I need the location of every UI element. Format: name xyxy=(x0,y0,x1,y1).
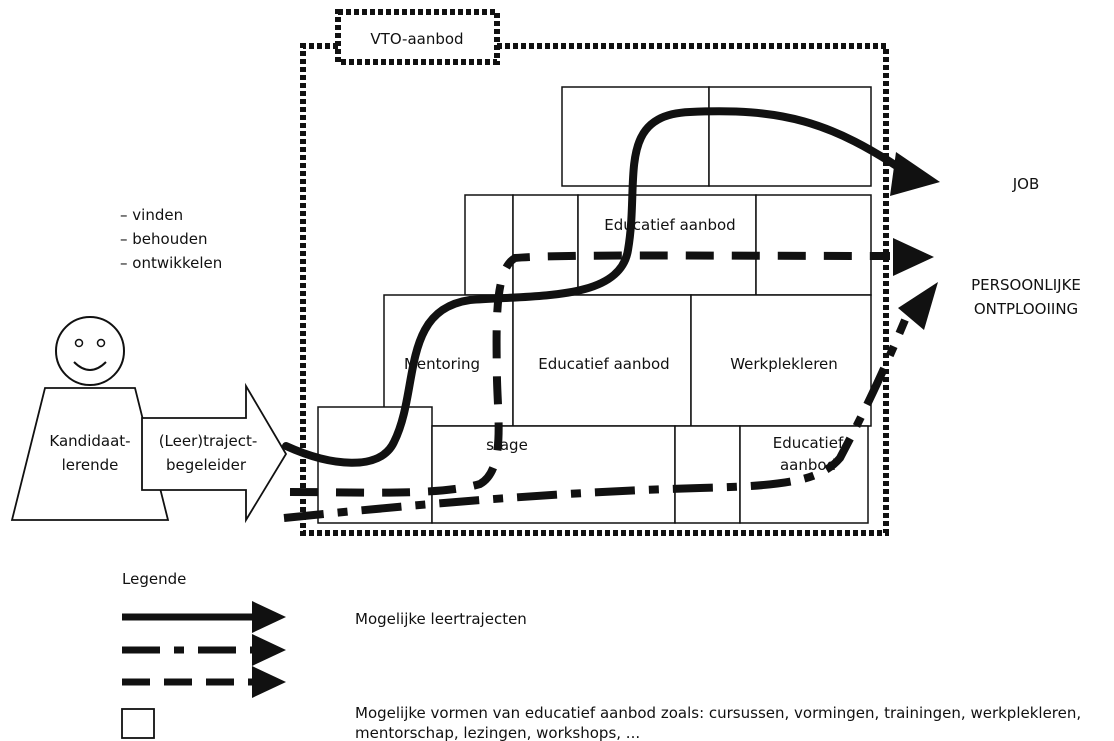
vto-frame-border xyxy=(300,43,889,536)
smiley-eye-icon xyxy=(74,338,84,348)
block-r4-c xyxy=(674,425,741,524)
block-row-2: Educatief aanbod xyxy=(464,194,872,296)
vto-frame-tab xyxy=(335,9,500,65)
bullet-list: – vinden – behouden – ontwikkelen xyxy=(120,206,222,272)
outcomes: JOB PERSOONLIJKE ONTPLOOIING xyxy=(971,175,1081,318)
arrowhead-icon xyxy=(890,152,940,196)
bullet-item: – vinden xyxy=(120,206,183,224)
legend-box-label-1: Mogelijke vormen van educatief aanbod zo… xyxy=(355,704,1081,722)
smiley-eye-icon xyxy=(96,338,106,348)
block-row-3: Mentoring Educatief aanbod Werkplekleren xyxy=(383,294,872,427)
block-r2-d xyxy=(755,194,872,296)
arrowhead-icon xyxy=(252,601,286,633)
person-figure: Kandidaat- lerende xyxy=(10,316,170,521)
arrow-label-2: begeleider xyxy=(166,456,247,474)
outcome-persoonlijke-1: PERSOONLIJKE xyxy=(971,276,1081,294)
vto-frame: VTO-aanbod xyxy=(300,9,889,536)
vto-frame-label: VTO-aanbod xyxy=(370,30,463,48)
person-body xyxy=(10,387,170,521)
legend-paths-label: Mogelijke leertrajecten xyxy=(355,610,527,628)
block-r2-b xyxy=(512,194,579,296)
legend-title: Legende xyxy=(122,570,186,588)
begeleider-arrow: (Leer)traject- begeleider xyxy=(141,382,288,524)
arrowhead-icon xyxy=(252,634,286,666)
path-solid-line xyxy=(282,107,914,467)
legend-box-icon xyxy=(121,708,155,739)
block-row-1 xyxy=(561,86,872,187)
block-r3-educatief-label: Educatief aanbod xyxy=(538,355,669,373)
smiley-face-icon xyxy=(55,316,125,386)
block-r2-a xyxy=(464,194,514,296)
block-r4-stage xyxy=(431,425,676,524)
legend: Legende Mogelijke leertrajecten Mogelijk… xyxy=(121,570,1081,741)
outcome-persoonlijke-2: ONTPLOOIING xyxy=(974,300,1078,318)
arrowhead-icon xyxy=(893,238,934,276)
smiley-mouth-icon xyxy=(73,361,107,371)
path-dashed-line xyxy=(289,251,891,497)
outcome-job: JOB xyxy=(1012,175,1040,193)
outline-arrow-icon xyxy=(141,382,288,524)
block-r3-mentoring-label: Mentoring xyxy=(404,355,480,373)
bullet-item: – behouden xyxy=(120,230,207,248)
arrowhead-icon xyxy=(898,282,938,330)
learning-path-dashed xyxy=(289,238,934,497)
learning-path-dashdot xyxy=(283,282,938,522)
block-r4-stage-label: stage xyxy=(486,436,528,454)
learning-path-solid xyxy=(282,107,940,467)
block-r4-educatief-label-1: Educatief xyxy=(773,434,844,452)
legend-box-label-2: mentorschap, lezingen, workshops, ... xyxy=(355,724,640,741)
block-r2-educatief-label: Educatief aanbod xyxy=(604,216,735,234)
bullet-item: – ontwikkelen xyxy=(120,254,222,272)
person-label-1: Kandidaat- xyxy=(49,432,130,450)
block-r4-educatief-label-2: aanbod xyxy=(780,456,836,474)
person-label-2: lerende xyxy=(62,456,119,474)
arrow-label-1: (Leer)traject- xyxy=(159,432,258,450)
arrowhead-icon xyxy=(252,666,286,698)
block-r3-werkplekleren-label: Werkplekleren xyxy=(730,355,838,373)
